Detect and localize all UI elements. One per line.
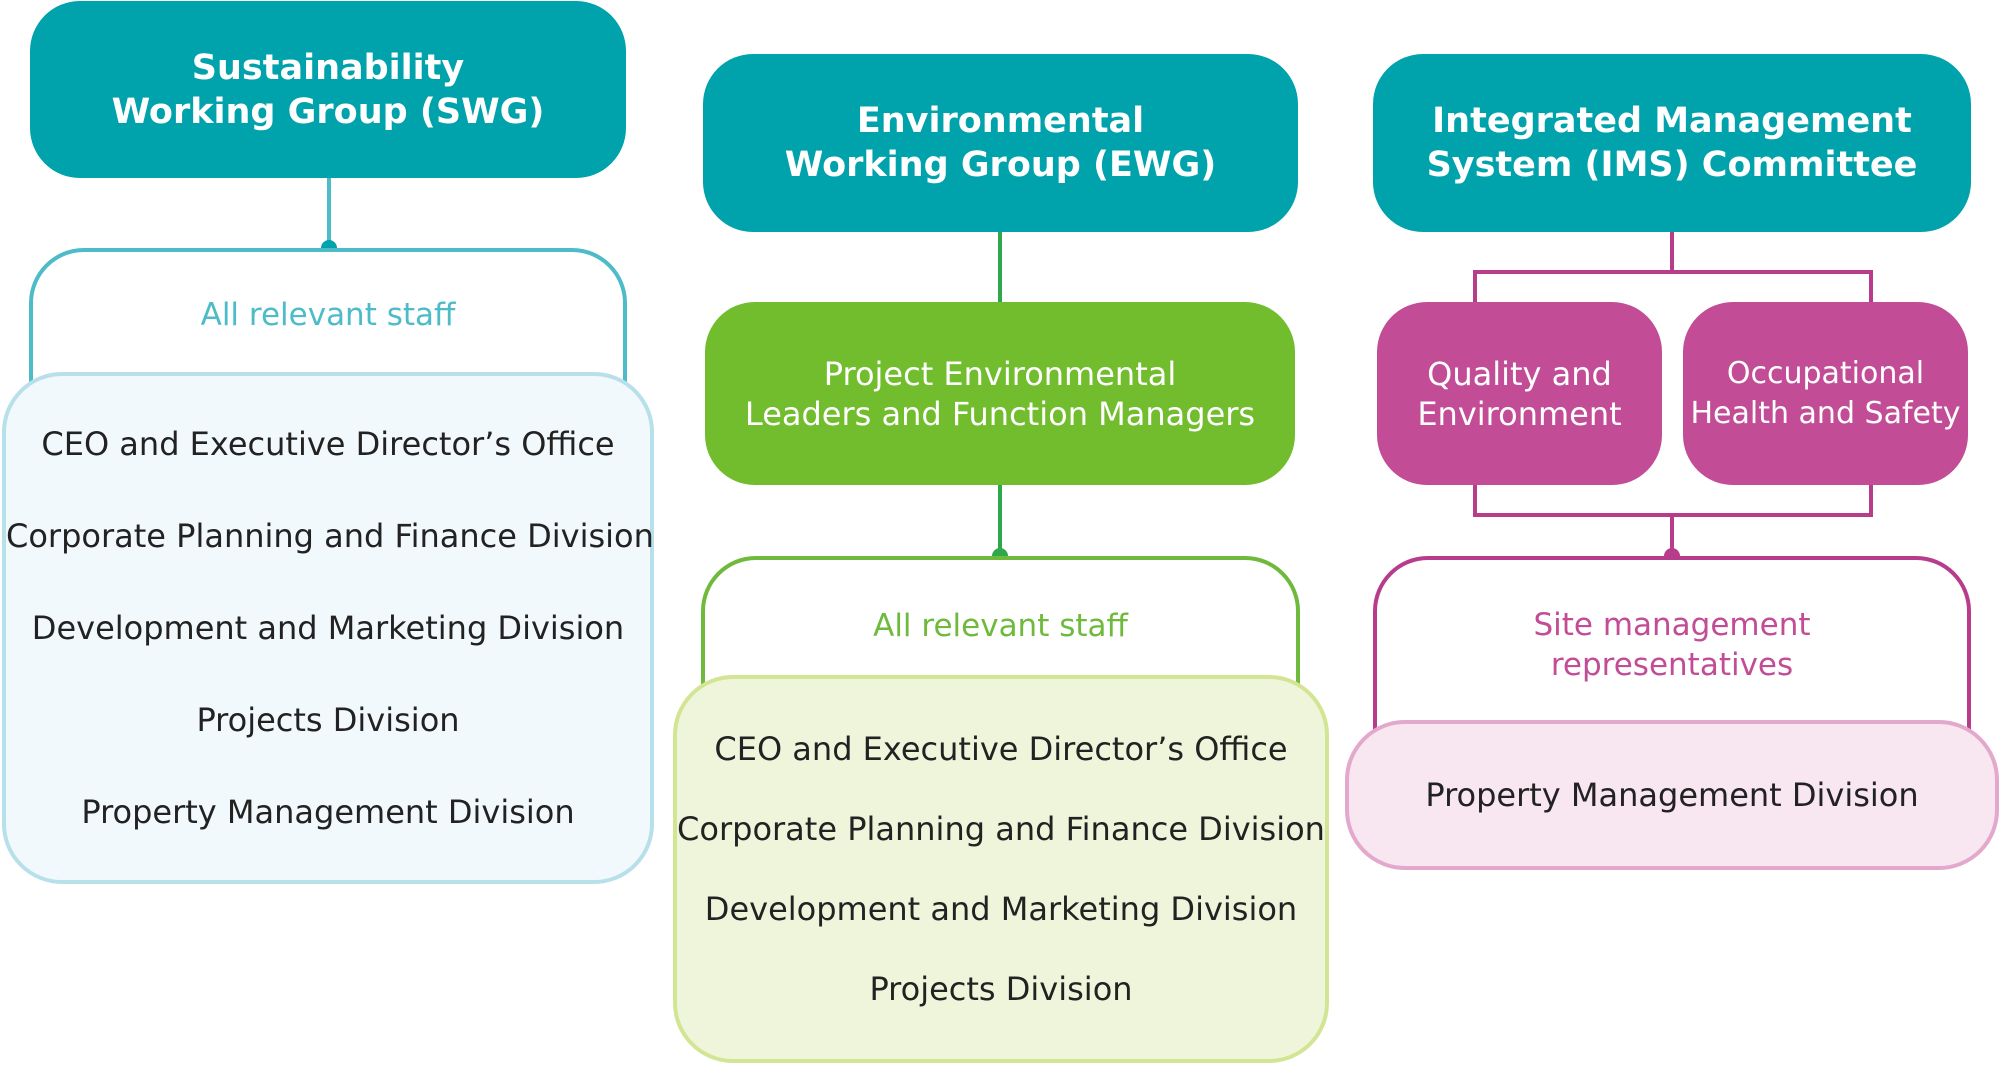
ims-quality-environment-box: Quality and Environment xyxy=(1377,302,1662,485)
division-item: Development and Marketing Division xyxy=(704,890,1298,928)
ims-divisions: Property Management Division xyxy=(1349,755,1995,835)
ewg-leaders-line1: Project Environmental xyxy=(823,354,1177,393)
division-item: Development and Marketing Division xyxy=(31,609,625,647)
division-item: Projects Division xyxy=(869,970,1133,1008)
ims-quality-line2: Environment xyxy=(1417,394,1622,433)
ewg-title-line1: Environmental xyxy=(856,101,1145,141)
ewg-staff-label: All relevant staff xyxy=(873,608,1128,644)
ims-top-bracket xyxy=(1473,232,1873,302)
ewg-leaders-box: Project Environmental Leaders and Functi… xyxy=(705,302,1295,485)
swg-title-line2: Working Group (SWG) xyxy=(111,91,545,132)
ewg-staff-frame xyxy=(701,556,1300,696)
swg-header: Sustainability Working Group (SWG) xyxy=(30,1,626,178)
division-item: Property Management Division xyxy=(81,793,575,831)
ims-title-line2: System (IMS) Committee xyxy=(1426,145,1918,185)
ims-site-line1: Site management xyxy=(1533,607,1811,643)
division-item: Projects Division xyxy=(196,701,460,739)
division-item: Corporate Planning and Finance Division xyxy=(677,810,1325,848)
ewg-header: Environmental Working Group (EWG) xyxy=(703,54,1298,232)
ims-quality-line1: Quality and xyxy=(1427,354,1612,393)
division-item: CEO and Executive Director’s Office xyxy=(41,425,615,463)
swg-title-line1: Sustainability xyxy=(191,47,465,88)
ims-site-line2: representatives xyxy=(1550,647,1794,683)
ims-header: Integrated Management System (IMS) Commi… xyxy=(1373,54,1971,232)
ewg-title-line2: Working Group (EWG) xyxy=(784,145,1217,185)
ims-site-frame xyxy=(1373,556,1971,736)
ims-divisions-list: Property Management Division xyxy=(1345,720,1999,870)
swg-staff-label: All relevant staff xyxy=(200,297,456,333)
ewg-leaders-line2: Leaders and Function Managers xyxy=(744,394,1256,433)
division-item: Property Management Division xyxy=(1425,776,1919,814)
swg-staff-frame xyxy=(29,248,627,388)
division-item: Corporate Planning and Finance Division xyxy=(6,517,654,555)
ims-ohs-line2: Health and Safety xyxy=(1690,395,1961,431)
ims-bottom-bracket xyxy=(1473,485,1873,556)
ims-site-label: Site management representatives xyxy=(1373,605,1971,685)
division-item: CEO and Executive Director’s Office xyxy=(714,730,1288,768)
ims-title-line1: Integrated Management xyxy=(1432,101,1912,141)
ims-ohs-line1: Occupational xyxy=(1726,355,1925,391)
ims-ohs-box: Occupational Health and Safety xyxy=(1683,302,1968,485)
